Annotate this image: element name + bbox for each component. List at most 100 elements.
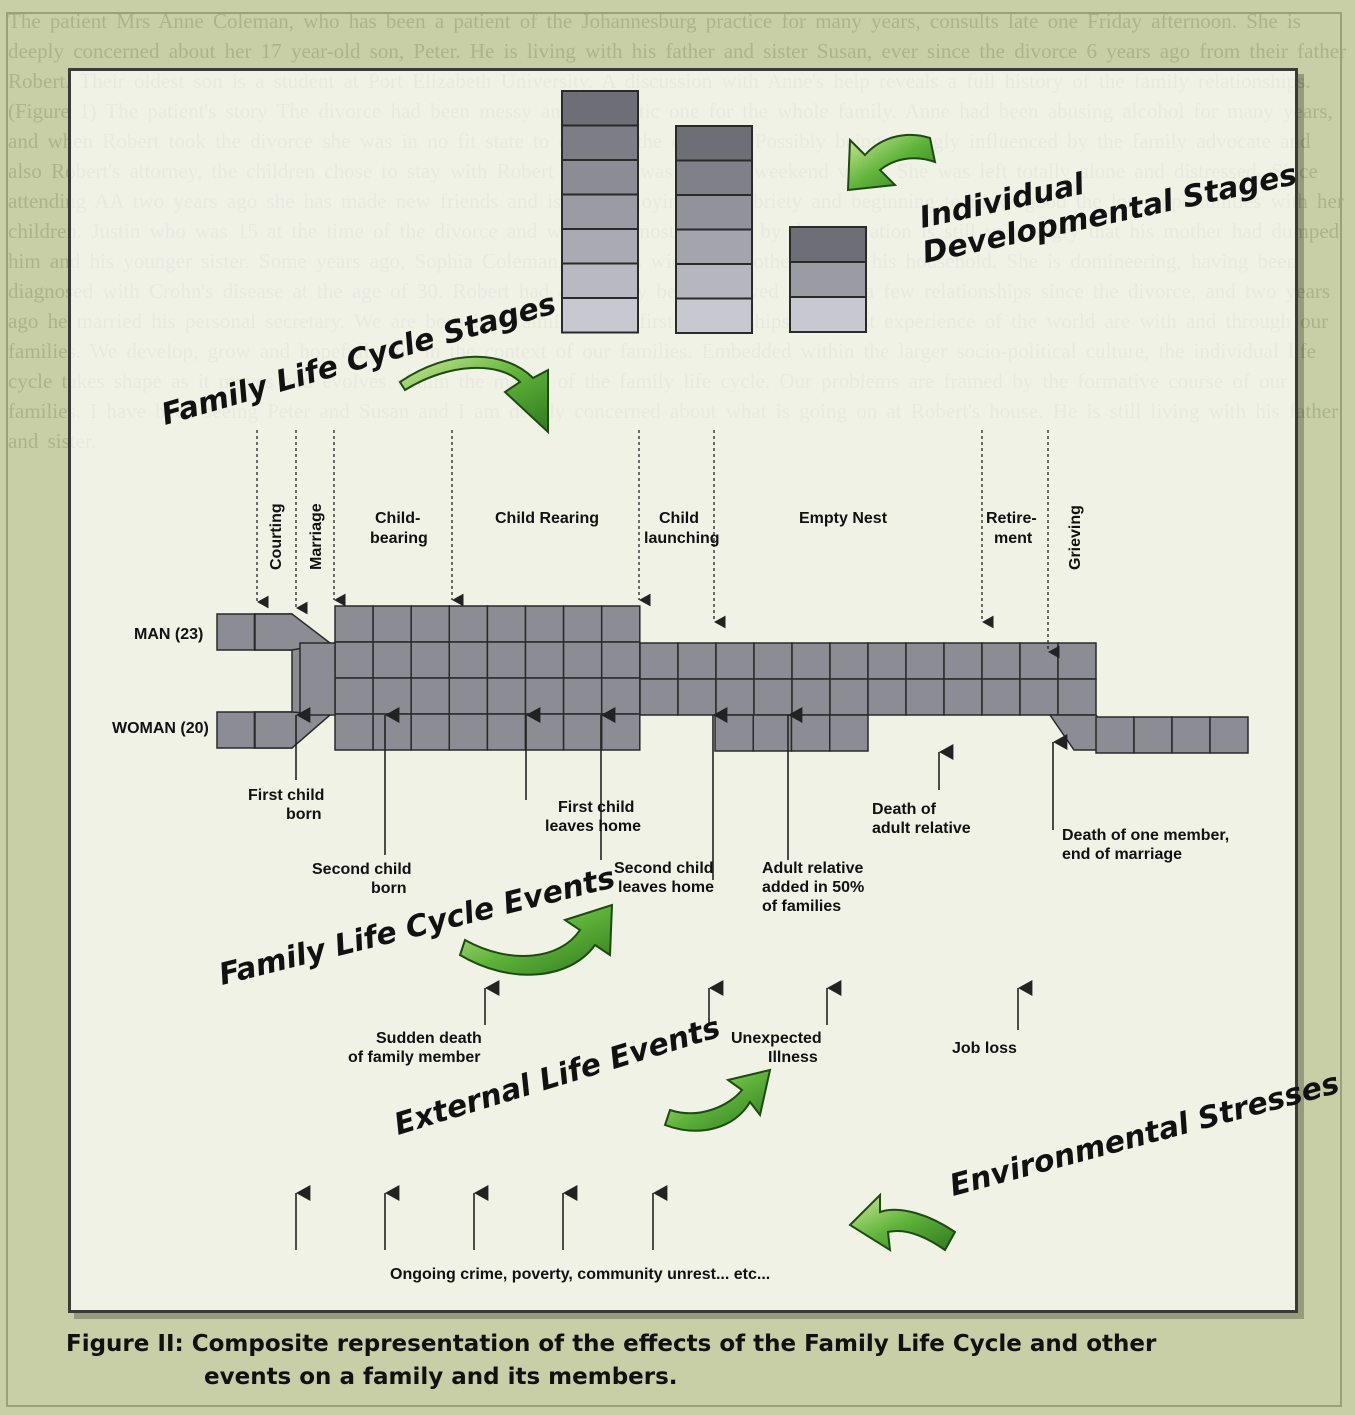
page-frame — [6, 12, 1342, 1407]
timeline-cell — [829, 678, 869, 716]
timeline-cell — [677, 642, 717, 680]
timeline-cell — [790, 714, 831, 752]
event-death-adult-relative-1: Death of — [872, 801, 937, 818]
stage-column-cell — [675, 159, 753, 196]
timeline-cell — [943, 678, 983, 716]
stage-column-cell — [561, 193, 639, 230]
family-timeline-shape — [216, 605, 1249, 754]
family-events-label: Family Life Cycle Events — [215, 860, 618, 992]
timeline-cell — [905, 642, 945, 680]
figure-caption: Figure II: Composite representation of t… — [66, 1328, 1306, 1394]
timeline-cell — [410, 605, 451, 643]
external-sudden-death-1: Sudden death — [376, 1030, 482, 1047]
stage-label-marriage: Marriage — [308, 503, 325, 570]
timeline-cell — [448, 713, 489, 751]
timeline-cell — [448, 641, 489, 679]
stage-column-cell — [561, 90, 639, 127]
timeline-cell — [867, 678, 907, 716]
environmental-stresses-label: Environmental Stresses — [946, 1066, 1343, 1204]
timeline-cell — [600, 641, 641, 679]
timeline-cell — [448, 677, 489, 715]
green-arrows — [398, 133, 957, 1252]
event-second-child-leaves-2: leaves home — [618, 879, 714, 896]
timeline-cell — [562, 713, 603, 751]
stage-column-cell — [675, 263, 753, 300]
green-arrow-stages — [398, 355, 549, 435]
stage-column-cell — [675, 297, 753, 334]
man-label: MAN (23) — [134, 626, 203, 643]
timeline-cell — [524, 713, 565, 751]
timeline-cell — [753, 678, 793, 716]
stage-label-retirement-1: Retire- — [986, 510, 1037, 527]
external-sudden-death-2: of family member — [348, 1049, 480, 1066]
timeline-cell — [600, 713, 641, 751]
timeline-cell — [562, 605, 603, 643]
event-death-one-member-1: Death of one member, — [1062, 827, 1229, 844]
green-arrow-external — [663, 1068, 772, 1132]
timeline-cell — [867, 642, 907, 680]
event-second-child-leaves-1: Second child — [614, 860, 714, 877]
stage-column-cell — [561, 124, 639, 161]
timeline-cell — [216, 711, 256, 749]
timeline-cell — [372, 605, 412, 643]
timeline-cell — [486, 641, 527, 679]
external-unexpected-illness-2: Illness — [768, 1049, 818, 1066]
timeline-cell — [486, 713, 527, 751]
green-arrow-individual — [846, 133, 937, 192]
timeline-cell — [600, 605, 641, 643]
timeline-cell — [299, 642, 336, 716]
timeline-cell — [410, 713, 451, 751]
stage-column-cell — [789, 296, 867, 333]
external-job-loss: Job loss — [952, 1040, 1017, 1057]
timeline-cell — [410, 677, 451, 715]
timeline-cell — [600, 677, 641, 715]
timeline-cell — [1209, 716, 1249, 754]
stage-column-cell — [675, 125, 753, 162]
timeline-cell — [791, 642, 831, 680]
green-arrow-events — [458, 903, 614, 976]
timeline-cell — [1171, 716, 1211, 754]
timeline-cell — [1095, 716, 1135, 754]
timeline-cell — [1133, 716, 1173, 754]
event-first-child-born-2: born — [286, 806, 322, 823]
stage-column-cell — [561, 297, 639, 334]
stage-column-cell — [675, 194, 753, 231]
environmental-stress-text: Ongoing crime, poverty, community unrest… — [390, 1266, 770, 1283]
timeline-cell — [829, 714, 869, 752]
stage-label-childbearing-1: Child- — [375, 510, 420, 527]
timeline-cell — [372, 677, 412, 715]
timeline-cell — [791, 678, 831, 716]
woman-label: WOMAN (20) — [112, 720, 209, 737]
external-unexpected-illness-1: Unexpected — [731, 1030, 822, 1047]
timeline-cell — [639, 642, 679, 680]
timeline-cell — [752, 714, 793, 752]
timeline-cell — [639, 678, 679, 716]
timeline-cell — [981, 678, 1021, 716]
individual-stage-columns — [561, 90, 867, 334]
event-second-child-born-2: born — [371, 880, 407, 897]
timeline-cell — [524, 605, 565, 643]
timeline-cell — [334, 713, 374, 751]
timeline-cell — [562, 677, 603, 715]
stage-label-retirement-2: ment — [994, 530, 1033, 547]
timeline-cell — [677, 678, 717, 716]
stage-label-grieving: Grieving — [1067, 505, 1084, 570]
caption-line-1: Figure II: Composite representation of t… — [66, 1331, 1157, 1357]
stage-arrows — [256, 430, 1060, 659]
timeline-cell — [486, 605, 527, 643]
timeline-cell — [216, 613, 256, 651]
timeline-cell — [562, 641, 603, 679]
event-adult-relative-added-1: Adult relative — [762, 860, 863, 877]
event-arrows — [295, 707, 1068, 1250]
stage-label-childbearing-2: bearing — [370, 530, 428, 547]
timeline-cell — [981, 642, 1021, 680]
stage-column-cell — [789, 261, 867, 298]
event-first-child-born-1: First child — [248, 787, 324, 804]
stage-column-cell — [561, 228, 639, 265]
stage-label-courting: Courting — [268, 503, 285, 570]
timeline-cell — [715, 642, 755, 680]
timeline-cell — [524, 641, 565, 679]
timeline-cell — [334, 641, 374, 679]
timeline-cell — [1019, 678, 1059, 716]
